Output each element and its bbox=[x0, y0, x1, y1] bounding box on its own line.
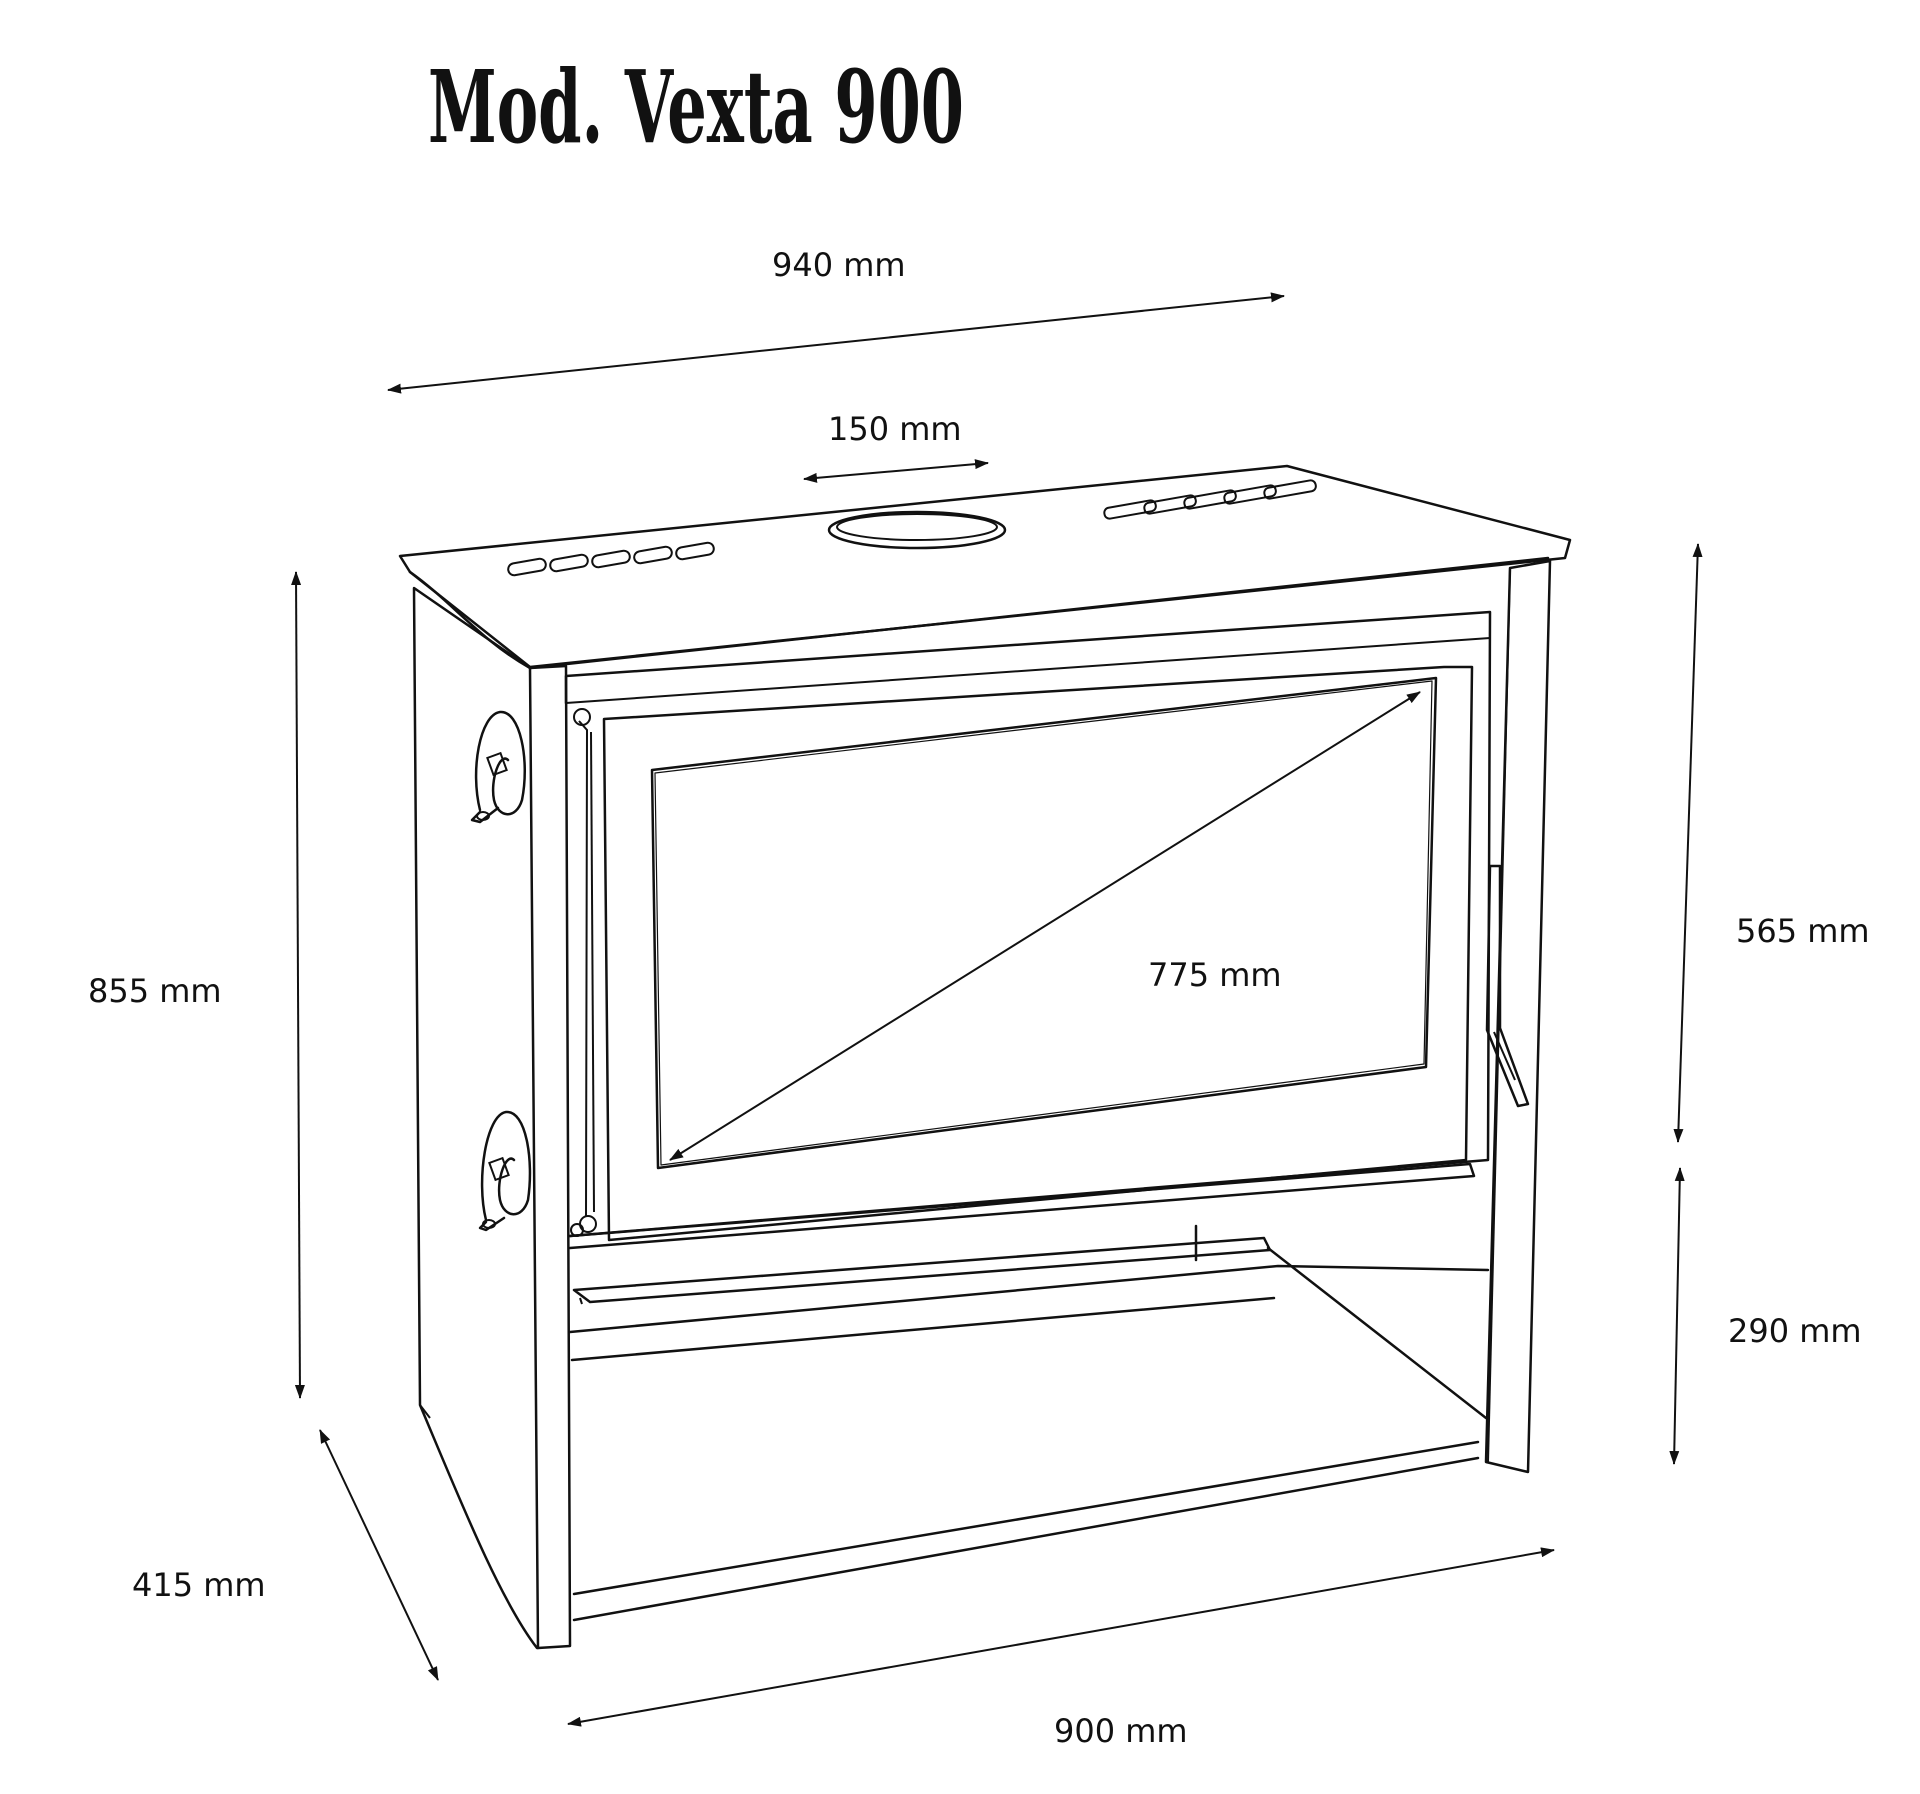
door-frame bbox=[602, 665, 1474, 1242]
height-290-arrow bbox=[1669, 1167, 1685, 1465]
height-565-arrow bbox=[1673, 543, 1703, 1143]
glass-window bbox=[654, 680, 1433, 1166]
top-vents-left bbox=[507, 541, 715, 577]
height-855-arrow bbox=[291, 571, 305, 1399]
side-hook-top bbox=[470, 710, 526, 824]
flue-collar bbox=[827, 510, 1007, 550]
front-right-post bbox=[1484, 559, 1552, 1474]
ash-lip bbox=[568, 1162, 1476, 1250]
label-415: 415 mm bbox=[132, 1566, 266, 1604]
top-plate-edge bbox=[408, 556, 1550, 670]
front-left-post bbox=[528, 664, 572, 1650]
label-775: 775 mm bbox=[1148, 956, 1282, 994]
diagonal-775-arrow bbox=[669, 691, 1421, 1161]
model-title: Mod. Vexta 900 bbox=[428, 48, 964, 166]
glass-panel bbox=[650, 676, 1438, 1170]
label-290: 290 mm bbox=[1728, 1312, 1862, 1350]
top-vents-right bbox=[1103, 479, 1317, 520]
top-plate bbox=[398, 464, 1572, 669]
flue-collar-inner bbox=[836, 513, 998, 541]
dimension-lines bbox=[291, 292, 1703, 1727]
door-handle bbox=[1485, 864, 1530, 1108]
depth-415-arrow bbox=[319, 1429, 439, 1681]
log-store-floor bbox=[572, 1440, 1480, 1596]
log-store-back bbox=[1194, 1224, 1488, 1420]
label-900: 900 mm bbox=[1054, 1712, 1188, 1750]
label-565: 565 mm bbox=[1736, 912, 1870, 950]
label-855: 855 mm bbox=[88, 972, 222, 1010]
side-hook-bottom bbox=[478, 1110, 532, 1232]
door-hinge bbox=[570, 708, 597, 1237]
stove-drawing bbox=[398, 464, 1572, 1650]
base-900-arrow bbox=[567, 1547, 1555, 1727]
width-940-arrow bbox=[387, 292, 1285, 394]
flue-150-arrow bbox=[803, 459, 989, 483]
dimension-labels: 940 mm 150 mm 855 mm 775 mm 565 mm 290 m… bbox=[88, 246, 1870, 1750]
ash-pan bbox=[572, 1236, 1272, 1304]
label-150: 150 mm bbox=[828, 410, 962, 448]
label-940: 940 mm bbox=[772, 246, 906, 284]
door-top-rail bbox=[564, 610, 1492, 1238]
shelf-front bbox=[568, 1264, 1490, 1334]
